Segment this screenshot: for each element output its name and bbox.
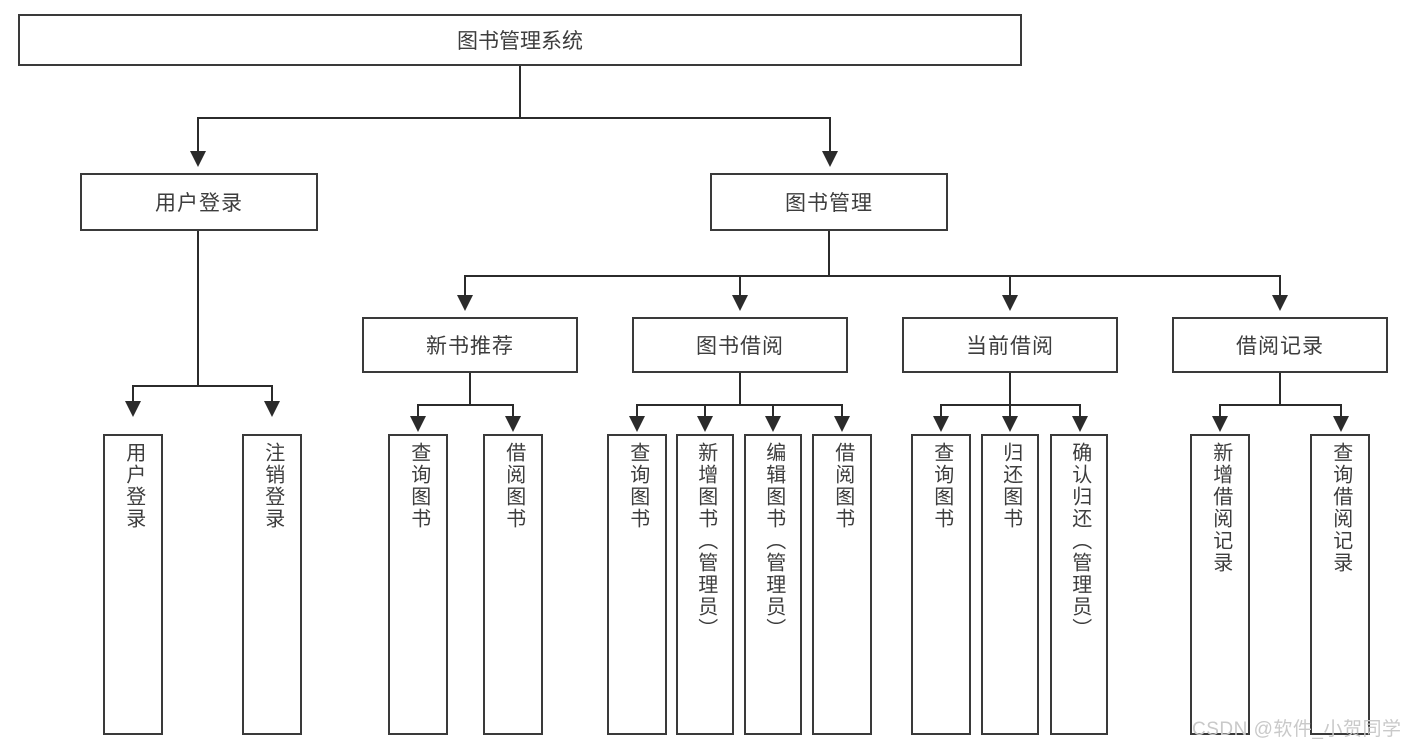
connector-book-mgmt-stem [828, 231, 830, 276]
leaf-current-borrow-2[interactable]: 归还图书 [981, 434, 1039, 735]
connector-new-book-stem [469, 373, 471, 406]
leaf-current-borrow-3-label: 确认归还（管理员） [1068, 442, 1091, 640]
node-new-book-recommend[interactable]: 新书推荐 [362, 317, 578, 373]
connector-new-book-bus [417, 404, 513, 406]
leaf-borrow-record-1[interactable]: 新增借阅记录 [1190, 434, 1250, 735]
connector-book-borrow-drop-2 [704, 404, 706, 418]
leaf-book-borrow-3-label: 编辑图书（管理员） [762, 442, 785, 640]
arrow-current-borrow-child-1 [933, 416, 949, 432]
node-book-borrow[interactable]: 图书借阅 [632, 317, 848, 373]
connector-book-borrow-drop-1 [636, 404, 638, 418]
leaf-book-borrow-3[interactable]: 编辑图书（管理员） [744, 434, 802, 735]
connector-borrow-record-bus [1219, 404, 1341, 406]
leaf-current-borrow-1-label: 查询图书 [930, 442, 953, 530]
arrow-new-book-child-1 [410, 416, 426, 432]
leaf-user-login-2[interactable]: 注销登录 [242, 434, 302, 735]
leaf-current-borrow-1[interactable]: 查询图书 [911, 434, 971, 735]
connector-root-to-user-login [197, 117, 199, 153]
connector-book-borrow-drop-3 [772, 404, 774, 418]
arrow-current-borrow-child-2 [1002, 416, 1018, 432]
arrow-user-login-child-2 [264, 401, 280, 417]
connector-book-mgmt-drop-3 [1009, 275, 1011, 297]
arrow-borrow-record-child-2 [1333, 416, 1349, 432]
node-book-management[interactable]: 图书管理 [710, 173, 948, 231]
connector-book-mgmt-drop-1 [464, 275, 466, 297]
arrow-user-login-child-1 [125, 401, 141, 417]
node-borrow-record-label: 借阅记录 [1236, 335, 1324, 358]
connector-root-stem [519, 66, 521, 118]
connector-borrow-record-drop-1 [1219, 404, 1221, 418]
node-current-borrow[interactable]: 当前借阅 [902, 317, 1118, 373]
arrow-current-borrow-child-3 [1072, 416, 1088, 432]
arrow-book-borrow-child-4 [834, 416, 850, 432]
arrow-root-to-user-login [190, 151, 206, 167]
connector-root-to-book-mgmt [829, 117, 831, 153]
arrow-book-mgmt-child-4 [1272, 295, 1288, 311]
leaf-borrow-record-2-label: 查询借阅记录 [1329, 442, 1352, 574]
node-current-borrow-label: 当前借阅 [966, 335, 1054, 358]
connector-current-borrow-drop-3 [1079, 404, 1081, 418]
leaf-borrow-record-1-label: 新增借阅记录 [1209, 442, 1232, 574]
node-new-book-recommend-label: 新书推荐 [426, 335, 514, 358]
leaf-current-borrow-3[interactable]: 确认归还（管理员） [1050, 434, 1108, 735]
connector-book-borrow-stem [739, 373, 741, 406]
connector-borrow-record-stem [1279, 373, 1281, 406]
watermark-label: CSDN @软件_小贺同学 [1192, 719, 1402, 740]
leaf-book-borrow-4-label: 借阅图书 [831, 442, 854, 530]
arrow-new-book-child-2 [505, 416, 521, 432]
arrow-book-mgmt-child-2 [732, 295, 748, 311]
arrow-root-to-book-mgmt [822, 151, 838, 167]
connector-user-login-drop-1 [132, 385, 134, 403]
connector-user-login-bus [132, 385, 272, 387]
leaf-user-login-1[interactable]: 用户登录 [103, 434, 163, 735]
leaf-current-borrow-2-label: 归还图书 [999, 442, 1022, 530]
connector-book-borrow-drop-4 [841, 404, 843, 418]
node-user-login-label: 用户登录 [155, 192, 243, 215]
connector-book-mgmt-drop-2 [739, 275, 741, 297]
leaf-book-borrow-4[interactable]: 借阅图书 [812, 434, 872, 735]
node-borrow-record[interactable]: 借阅记录 [1172, 317, 1388, 373]
node-root[interactable]: 图书管理系统 [18, 14, 1022, 66]
leaf-user-login-2-label: 注销登录 [261, 442, 284, 530]
connector-book-mgmt-drop-4 [1279, 275, 1281, 297]
connector-user-login-drop-2 [271, 385, 273, 403]
connector-root-bus [197, 117, 831, 119]
connector-borrow-record-drop-2 [1340, 404, 1342, 418]
arrow-book-mgmt-child-3 [1002, 295, 1018, 311]
connector-book-mgmt-bus [464, 275, 1280, 277]
leaf-new-book-2[interactable]: 借阅图书 [483, 434, 543, 735]
node-user-login[interactable]: 用户登录 [80, 173, 318, 231]
connector-current-borrow-drop-1 [940, 404, 942, 418]
connector-current-borrow-drop-2 [1009, 404, 1011, 418]
leaf-user-login-1-label: 用户登录 [122, 442, 145, 530]
arrow-book-borrow-child-3 [765, 416, 781, 432]
leaf-book-borrow-1[interactable]: 查询图书 [607, 434, 667, 735]
connector-new-book-drop-1 [417, 404, 419, 418]
leaf-book-borrow-1-label: 查询图书 [626, 442, 649, 530]
arrow-book-borrow-child-1 [629, 416, 645, 432]
arrow-book-borrow-child-2 [697, 416, 713, 432]
leaf-new-book-1-label: 查询图书 [407, 442, 430, 530]
connector-new-book-drop-2 [512, 404, 514, 418]
leaf-book-borrow-2[interactable]: 新增图书（管理员） [676, 434, 734, 735]
node-book-management-label: 图书管理 [785, 192, 873, 215]
node-root-label: 图书管理系统 [457, 30, 583, 53]
node-book-borrow-label: 图书借阅 [696, 335, 784, 358]
leaf-new-book-1[interactable]: 查询图书 [388, 434, 448, 735]
connector-book-borrow-bus [636, 404, 842, 406]
leaf-new-book-2-label: 借阅图书 [502, 442, 525, 530]
leaf-book-borrow-2-label: 新增图书（管理员） [694, 442, 717, 640]
connector-current-borrow-stem [1009, 373, 1011, 406]
leaf-borrow-record-2[interactable]: 查询借阅记录 [1310, 434, 1370, 735]
connector-user-login-stem [197, 231, 199, 386]
arrow-book-mgmt-child-1 [457, 295, 473, 311]
arrow-borrow-record-child-1 [1212, 416, 1228, 432]
